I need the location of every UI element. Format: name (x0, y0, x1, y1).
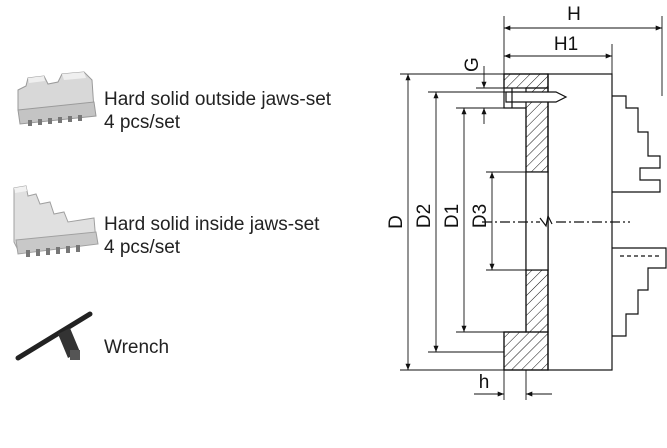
label-D3: D3 (470, 204, 491, 228)
label-D2: D2 (414, 204, 435, 228)
label-H1: H1 (554, 34, 578, 55)
mounting-bolt (505, 91, 568, 103)
back-plate-hatch-low (525, 269, 549, 333)
outside-jaws-icon (17, 71, 97, 126)
accessory-subtitle: 4 pcs/set (104, 237, 181, 258)
chuck-dimension-drawing: H H1 G D D2 D1 D3 h (386, 4, 667, 400)
bore (525, 171, 549, 271)
lower-jaw (612, 247, 667, 337)
accessory-title: Hard solid outside jaws-set (104, 89, 332, 110)
label-D1: D1 (442, 204, 463, 228)
inside-jaws-icon (13, 185, 99, 257)
back-plate-hatch-bottom (503, 331, 549, 371)
accessory-title: Hard solid inside jaws-set (104, 214, 320, 235)
accessory-subtitle: 4 pcs/set (104, 112, 181, 133)
wrench-icon (15, 311, 93, 361)
label-H: H (567, 4, 581, 25)
accessory-title: Wrench (104, 337, 170, 358)
back-plate-hatch-top (503, 73, 549, 89)
label-G: G (462, 57, 483, 72)
upper-jaw (612, 95, 661, 193)
label-h: h (479, 372, 490, 393)
label-D: D (386, 215, 407, 229)
